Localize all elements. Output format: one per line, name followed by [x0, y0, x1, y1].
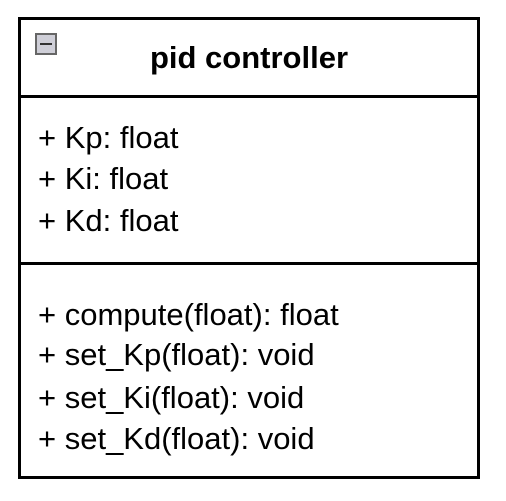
attribute-kp[interactable]: + Kp: float [38, 120, 179, 155]
attribute-kd[interactable]: + Kd: float [38, 203, 179, 238]
attributes-compartment: + Kp: float + Ki: float + Kd: float [21, 98, 477, 265]
collapse-icon[interactable] [35, 33, 57, 55]
operation-set-kp[interactable]: + set_Kp(float): void [38, 337, 315, 372]
class-title: pid controller [149, 40, 349, 75]
class-header: pid controller [21, 20, 477, 98]
uml-class-box[interactable]: pid controller + Kp: float + Ki: float +… [18, 17, 480, 479]
operation-set-kd[interactable]: + set_Kd(float): void [38, 421, 315, 456]
attribute-ki[interactable]: + Ki: float [38, 161, 169, 196]
operation-set-ki[interactable]: + set_Ki(float): void [38, 380, 305, 415]
operations-compartment: + compute(float): float + set_Kp(float):… [21, 265, 477, 476]
operation-compute[interactable]: + compute(float): float [38, 297, 339, 332]
